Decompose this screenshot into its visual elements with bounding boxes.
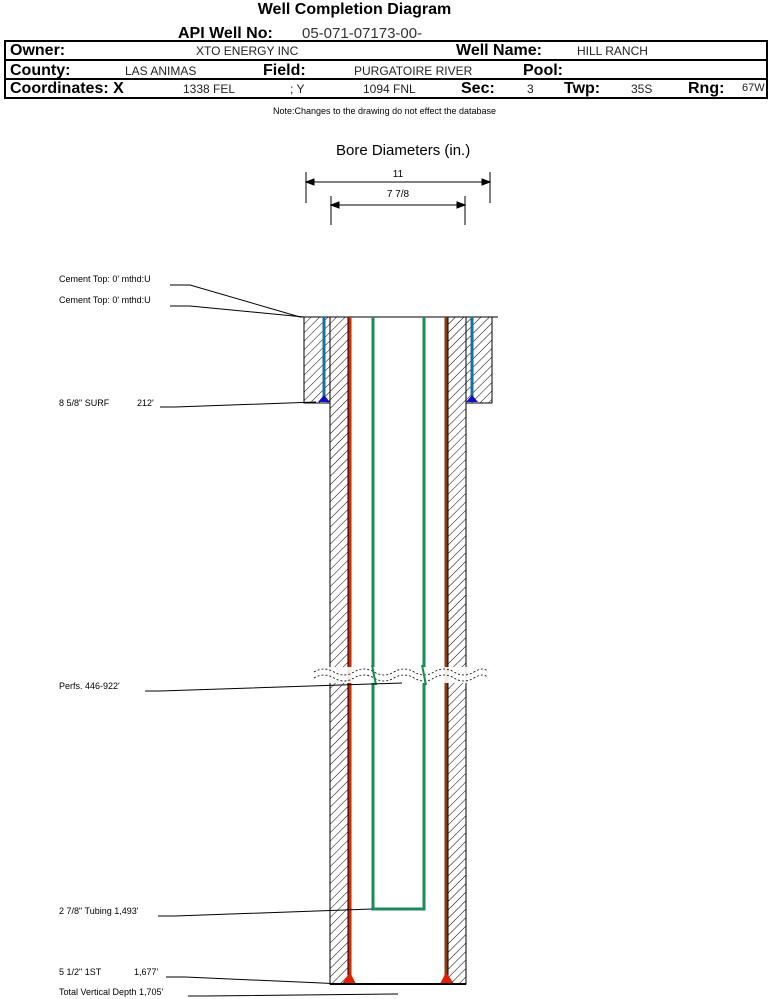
surface-casing-shoe-left — [318, 395, 330, 402]
tubing-callout: 2 7/8" Tubing 1,493' — [59, 906, 139, 916]
surface-casing-callout-depth: 212' — [137, 398, 154, 408]
coordinate-y-value: 1094 FNL — [363, 82, 416, 96]
tubing-string — [371, 317, 426, 911]
township-label: Twp: — [564, 80, 601, 97]
database-note: Note:Changes to the drawing do not effec… — [273, 106, 496, 116]
section-value: 3 — [527, 82, 534, 96]
coordinates-label: Coordinates: X — [10, 80, 124, 97]
surface-cement-right — [465, 316, 493, 404]
range-value: 67W — [742, 82, 765, 94]
api-well-no-value: 05-071-07173-00- — [302, 25, 423, 42]
perforations-callout: Perfs. 446-922' — [59, 681, 120, 691]
cement-top-callout-1: Cement Top: 0' mthd:U — [59, 274, 151, 284]
callout-leader-lines — [145, 284, 403, 997]
bore-dimension-lines — [304, 172, 492, 225]
production-casing-shoe-right — [440, 972, 454, 984]
production-cement-right — [447, 316, 467, 985]
bore-diameters-title: Bore Diameters (in.) — [336, 142, 471, 159]
pool-label: Pool: — [523, 62, 563, 79]
county-label: County: — [10, 62, 71, 79]
cement-top-callout-2: Cement Top: 0' mthd:U — [59, 295, 151, 305]
coordinates-row: Coordinates: X 1338 FEL ; Y 1094 FNL Sec… — [4, 78, 768, 99]
owner-label: Owner: — [10, 42, 66, 59]
inner-bore-diameter-label: 7 7/8 — [386, 189, 410, 200]
production-casing-callout-name: 5 1/2" 1ST — [59, 967, 102, 977]
section-label: Sec: — [461, 80, 495, 97]
owner-value: XTO ENERGY INC — [196, 44, 299, 58]
well-name-value: HILL RANCH — [577, 44, 648, 58]
production-cement-left — [329, 316, 349, 985]
coordinate-y-label: ; Y — [290, 82, 305, 96]
county-value: LAS ANIMAS — [125, 64, 197, 78]
perforations-zone — [313, 664, 489, 686]
field-value: PURGATOIRE RIVER — [354, 64, 473, 78]
production-casing-callout-depth: 1,677' — [134, 967, 159, 977]
field-label: Field: — [263, 62, 306, 79]
production-casing-shoe-left — [342, 972, 356, 984]
range-label: Rng: — [688, 80, 725, 97]
total-depth-callout: Total Vertical Depth 1,705' — [59, 987, 164, 997]
api-well-no-label: API Well No: — [178, 25, 273, 42]
diagram-title: Well Completion Diagram — [257, 1, 452, 18]
surface-cement-left — [303, 316, 331, 404]
surface-casing-callout-name: 8 5/8" SURF — [59, 398, 110, 408]
coordinate-x-value: 1338 FEL — [183, 82, 236, 96]
well-name-label: Well Name: — [456, 42, 542, 59]
outer-bore-diameter-label: 11 — [392, 169, 404, 180]
township-value: 35S — [631, 82, 653, 96]
surface-casing-shoe-right — [466, 395, 478, 402]
